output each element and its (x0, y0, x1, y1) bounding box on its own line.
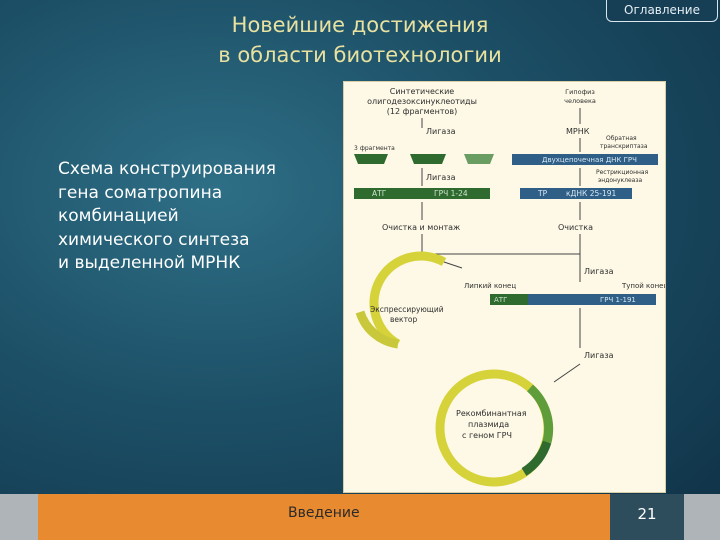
synthetic-fragment (464, 154, 494, 164)
restriction-label: Рестрикционная (596, 169, 649, 176)
grch-1-24-bar (354, 188, 490, 199)
slide-title-line-1: Новейшие достижения (231, 13, 489, 37)
gene-construction-diagram: Синтетические олигодезоксинуклеотиды (12… (343, 81, 666, 493)
slide-description: Схема конструирования гена соматропина к… (58, 158, 328, 276)
recombinant-plasmid-label: Рекомбинантная (456, 409, 527, 418)
description-line: и выделенной МРНК (58, 253, 241, 273)
full-grch-label: ГРЧ 1-191 (600, 296, 636, 304)
table-of-contents-button[interactable]: Оглавление (606, 0, 718, 22)
atg-label: АТГ (372, 189, 387, 198)
reverse-transcriptase-label: Обратная (606, 135, 637, 142)
purify-mount-label: Очистка и монтаж (382, 223, 460, 232)
ligase-label: Лигаза (426, 173, 456, 182)
description-line: комбинацией (58, 206, 179, 226)
footer-right-block (684, 494, 720, 540)
description-line: гена соматропина (58, 182, 223, 203)
pituitary-label: Гипофиз (565, 88, 595, 96)
synthetic-label: Синтетические (390, 87, 455, 96)
mrna-label: МРНК (566, 127, 590, 136)
expressing-vector-label: вектор (390, 315, 418, 324)
vector-ring (355, 310, 399, 349)
cdna-bar-label: Двухцепочечная ДНК ГРЧ (542, 156, 637, 164)
recombinant-plasmid-label: плазмида (468, 420, 509, 429)
grch-1-24-label: ГРЧ 1-24 (434, 189, 468, 198)
purify-label: Очистка (558, 223, 593, 232)
recombinant-plasmid-label: с геном ГРЧ (462, 431, 512, 440)
description-line: химического синтеза (58, 229, 250, 250)
plasmid-gene-insert (521, 440, 552, 476)
reverse-transcriptase-label: транскриптаза (600, 143, 648, 150)
cdna-25-191-label: кДНК 25-191 (566, 189, 617, 198)
page-number: 21 (610, 494, 684, 540)
slide-title-line-2: в области биотехнологии (218, 43, 502, 67)
footer-bar (38, 494, 610, 540)
arrow (443, 261, 463, 269)
atg-label: АТГ (494, 296, 507, 304)
full-grch-bar-start (490, 294, 528, 305)
synthetic-fragment (410, 154, 446, 164)
expressing-vector-label: Экспрессирующий (370, 305, 444, 314)
intro-link[interactable]: Введение (288, 505, 360, 521)
cdna-bar (512, 154, 658, 165)
fragments-label: 3 фрагмента (354, 145, 395, 152)
ligase-label: Лигаза (426, 127, 456, 136)
plasmid-gene-insert (526, 384, 554, 444)
full-grch-bar (490, 294, 656, 305)
ligase-label: Лигаза (584, 351, 614, 360)
description-line: Схема конструирования (58, 159, 276, 179)
ligase-label: Лигаза (584, 267, 614, 276)
cdna-25-191-bar (520, 188, 632, 199)
synthetic-fragment (354, 154, 388, 164)
vector-ring (369, 251, 447, 348)
footer-left-block (0, 494, 38, 540)
tr-label: ТР (537, 189, 548, 198)
slide-title: Новейшие достижения в области биотехноло… (170, 10, 550, 70)
restriction-label: эндонуклеаза (598, 177, 643, 184)
blunt-end-label: Тупой конец (621, 282, 665, 290)
synthetic-label: олигодезоксинуклеотиды (367, 97, 477, 106)
synthetic-label: (12 фрагментов) (387, 107, 457, 116)
pituitary-label: человека (564, 97, 596, 105)
arrow (553, 363, 581, 383)
diagram-canvas: Синтетические олигодезоксинуклеотиды (12… (354, 87, 665, 487)
sticky-end-label: Липкий конец (464, 282, 516, 290)
